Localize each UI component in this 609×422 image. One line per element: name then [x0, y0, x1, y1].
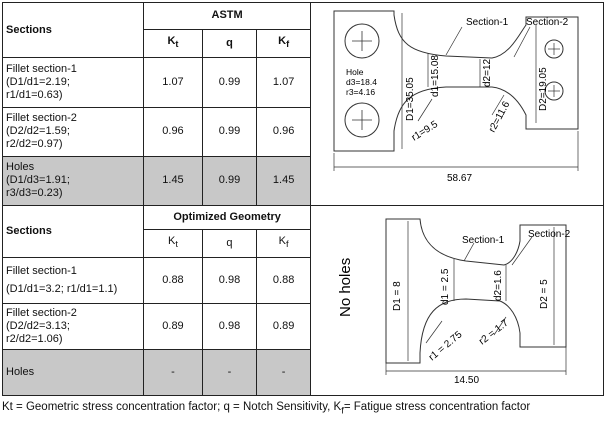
- comparison-table: Sections ASTM: [1, 1, 605, 396]
- opt-label-no-holes: No holes: [337, 257, 354, 316]
- astm-row1-label: Fillet section-1(D1/d1=2.19;r1/d1=0.63): [1, 57, 145, 108]
- grip-hole-bottom: [544, 81, 564, 101]
- opt-row3-label: Holes: [1, 349, 145, 396]
- opt-row1-kt: 0.88: [143, 257, 203, 304]
- table-row: Holes(D1/d3=1.91;r3/d3=0.23) 1.45 0.99 1…: [1, 155, 604, 207]
- astm-specimen-drawing: Section-1 Section-2 Hole d3=18.4 r3=4.16…: [333, 10, 579, 184]
- astm-label-section1: Section-1: [466, 17, 509, 28]
- table-row: Fillet section-1(D1/d1=2.19;r1/d1=0.63) …: [1, 57, 604, 108]
- astm-label-d2: d2=12: [482, 58, 493, 87]
- astm-header-kt: Kt: [143, 28, 203, 59]
- opt-header-kt: Kt: [143, 229, 203, 258]
- astm-row2-q: 0.99: [201, 106, 258, 157]
- opt-header-q: q: [201, 229, 258, 258]
- opt-specimen-drawing: No holes Section-1 Section-2 D1 = 8 d1 =…: [337, 218, 571, 386]
- astm-label-hole-d3: d3=18.4: [346, 77, 377, 87]
- opt-row3-q: -: [201, 349, 258, 396]
- opt-row1-label: Fillet section-1(D1/d1=3.2; r1/d1=1.1): [1, 257, 145, 304]
- opt-row2-q: 0.98: [201, 303, 258, 350]
- astm-figure-cell: Section-1 Section-2 Hole d3=18.4 r3=4.16…: [309, 2, 605, 206]
- astm-row3-kf: 1.45: [256, 155, 311, 207]
- astm-group-title: ASTM: [143, 2, 311, 30]
- opt-label-d2: d2=1.6: [493, 269, 504, 300]
- astm-row1-kf: 1.07: [256, 57, 311, 108]
- table-row: Fillet section-2(D2/d2=3.13;r2/d2=1.06) …: [1, 303, 604, 350]
- astm-label-length: 58.67: [447, 173, 472, 184]
- opt-row2-label: Fillet section-2(D2/d2=3.13;r2/d2=1.06): [1, 303, 145, 350]
- astm-label-d1: d1=15.08: [430, 55, 441, 97]
- astm-label-r1: r1=9.5: [410, 119, 440, 144]
- table-row: Holes - - -: [1, 349, 604, 396]
- astm-row2-kt: 0.96: [143, 106, 203, 157]
- astm-header-q: q: [201, 28, 258, 59]
- astm-row3-kt: 1.45: [143, 155, 203, 207]
- opt-row3-kt: -: [143, 349, 203, 396]
- opt-label-D2: D2 = 5: [539, 278, 550, 308]
- opt-label-section2: Section-2: [528, 229, 571, 240]
- astm-row1-kt: 1.07: [143, 57, 203, 108]
- astm-row3-label: Holes(D1/d3=1.91;r3/d3=0.23): [1, 155, 145, 207]
- hole-bottom-circle: [344, 102, 380, 138]
- hole-top-circle: [344, 23, 380, 59]
- opt-row2-kt: 0.89: [143, 303, 203, 350]
- opt-label-d1: d1 = 2.5: [440, 268, 451, 305]
- opt-row1-kf: 0.88: [256, 257, 311, 304]
- astm-header-kf: Kf: [256, 28, 311, 59]
- opt-row1-q: 0.98: [201, 257, 258, 304]
- astm-label-D2: D2=19.05: [538, 67, 549, 111]
- opt-group-title: Optimized Geometry: [143, 205, 311, 230]
- opt-sections-header: Sections: [1, 205, 145, 258]
- astm-label-hole: Hole: [346, 67, 364, 77]
- opt-label-section1: Section-1: [462, 235, 505, 246]
- astm-label-section2: Section-2: [526, 17, 569, 28]
- astm-label-D1: D1=35.05: [405, 77, 416, 121]
- astm-row2-label: Fillet section-2(D2/d2=1.59;r2/d2=0.97): [1, 106, 145, 157]
- astm-row3-q: 0.99: [201, 155, 258, 207]
- astm-label-hole-r3: r3=4.16: [346, 87, 375, 97]
- opt-specimen-outline: [385, 218, 567, 363]
- footnote-caption: Kt = Geometric stress concentration fact…: [2, 401, 531, 417]
- astm-row1-q: 0.99: [201, 57, 258, 108]
- opt-label-r2: r2 = 1.7: [477, 317, 511, 347]
- astm-specimen-outline: [333, 10, 579, 152]
- opt-row2-kf: 0.89: [256, 303, 311, 350]
- astm-row2-kf: 0.96: [256, 106, 311, 157]
- table-row: Fillet section-1(D1/d1=3.2; r1/d1=1.1) 0…: [1, 257, 604, 304]
- opt-label-D1: D1 = 8: [392, 280, 403, 310]
- grip-hole-top: [544, 39, 564, 59]
- opt-figure-cell: No holes Section-1 Section-2 D1 = 8 d1 =…: [309, 205, 605, 396]
- table-row: Fillet section-2(D2/d2=1.59;r2/d2=0.97) …: [1, 106, 604, 157]
- comparison-figure: Sections ASTM: [1, 1, 605, 397]
- astm-label-r2: r2=11.6: [487, 99, 513, 134]
- astm-sections-header: Sections: [1, 1, 145, 59]
- opt-label-length: 14.50: [454, 375, 479, 385]
- opt-header-kf: Kf: [256, 229, 311, 258]
- opt-row3-kf: -: [256, 349, 311, 396]
